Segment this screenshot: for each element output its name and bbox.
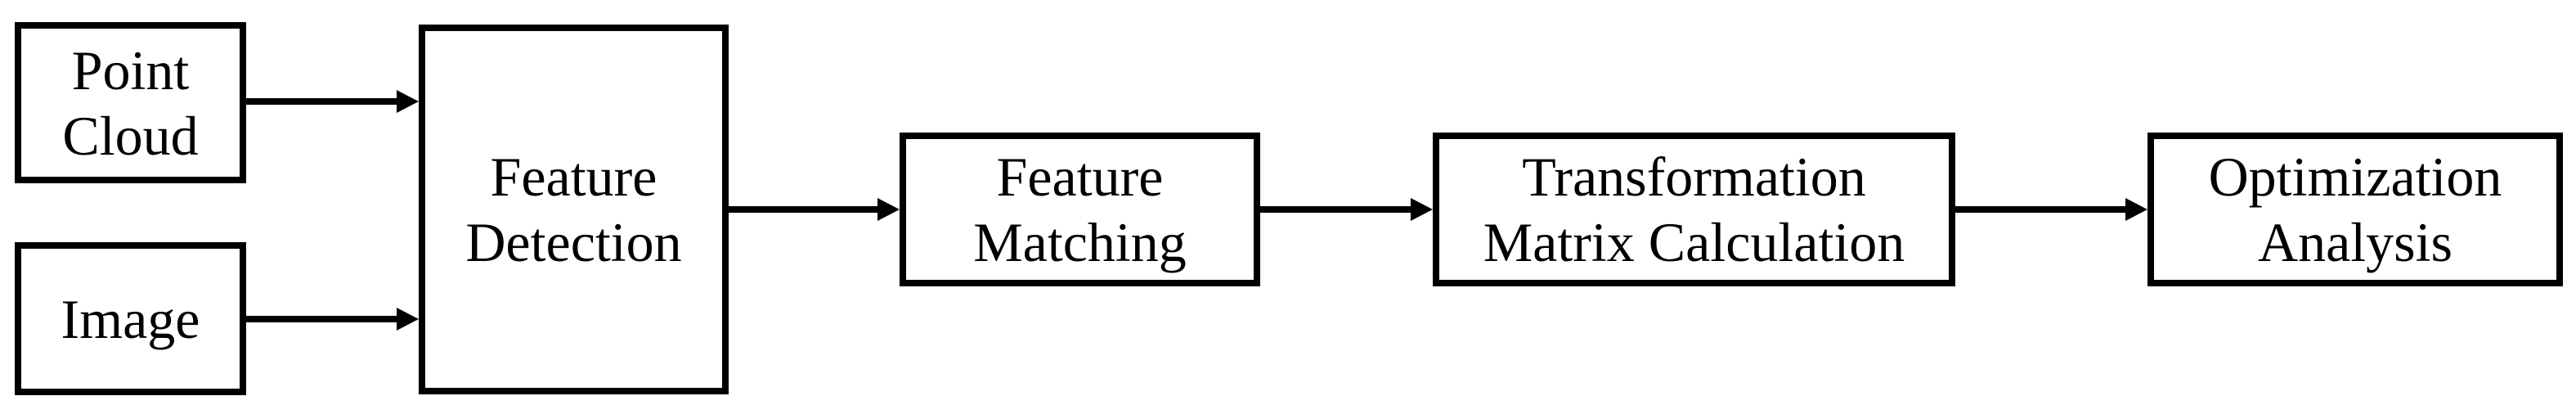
arrow-head-icon bbox=[1411, 198, 1433, 221]
arrow-head-icon bbox=[2125, 198, 2147, 221]
node-image: Image bbox=[15, 242, 246, 395]
node-feature-matching-label-line-1: Feature bbox=[996, 146, 1164, 208]
node-feature-detection-label-line-2: Detection bbox=[465, 211, 682, 273]
node-optimization-label-line-2: Analysis bbox=[2258, 211, 2453, 273]
arrow-shaft bbox=[1260, 206, 1411, 213]
node-feature-detection: Feature Detection bbox=[419, 25, 729, 394]
node-point-cloud: Point Cloud bbox=[15, 22, 246, 183]
arrow-feature-matching-to-transformation bbox=[1260, 198, 1433, 221]
arrow-image-to-feature-detection bbox=[246, 308, 419, 331]
arrow-point-cloud-to-feature-detection bbox=[246, 90, 419, 113]
node-optimization-analysis: Optimization Analysis bbox=[2147, 133, 2563, 286]
arrow-shaft bbox=[246, 98, 397, 105]
arrow-head-icon bbox=[397, 308, 419, 331]
node-feature-matching: Feature Matching bbox=[900, 133, 1260, 286]
node-feature-detection-label-line-1: Feature bbox=[490, 146, 657, 208]
arrow-shaft bbox=[246, 316, 397, 322]
arrow-shaft bbox=[1955, 206, 2125, 213]
arrow-feature-detection-to-feature-matching bbox=[729, 198, 900, 221]
node-transformation-label-line-2: Matrix Calculation bbox=[1483, 211, 1905, 273]
arrow-head-icon bbox=[397, 90, 419, 113]
arrow-shaft bbox=[729, 206, 877, 213]
node-image-label: Image bbox=[61, 287, 200, 350]
arrow-head-icon bbox=[877, 198, 900, 221]
node-transformation-label-line-1: Transformation bbox=[1522, 146, 1866, 208]
arrow-transformation-to-optimization bbox=[1955, 198, 2147, 221]
node-point-cloud-label-line-2: Cloud bbox=[62, 104, 199, 167]
node-transformation-matrix-calculation: Transformation Matrix Calculation bbox=[1433, 133, 1955, 286]
node-feature-matching-label-line-2: Matching bbox=[973, 211, 1187, 273]
node-optimization-label-line-1: Optimization bbox=[2208, 146, 2502, 208]
node-point-cloud-label-line-1: Point bbox=[71, 38, 190, 101]
